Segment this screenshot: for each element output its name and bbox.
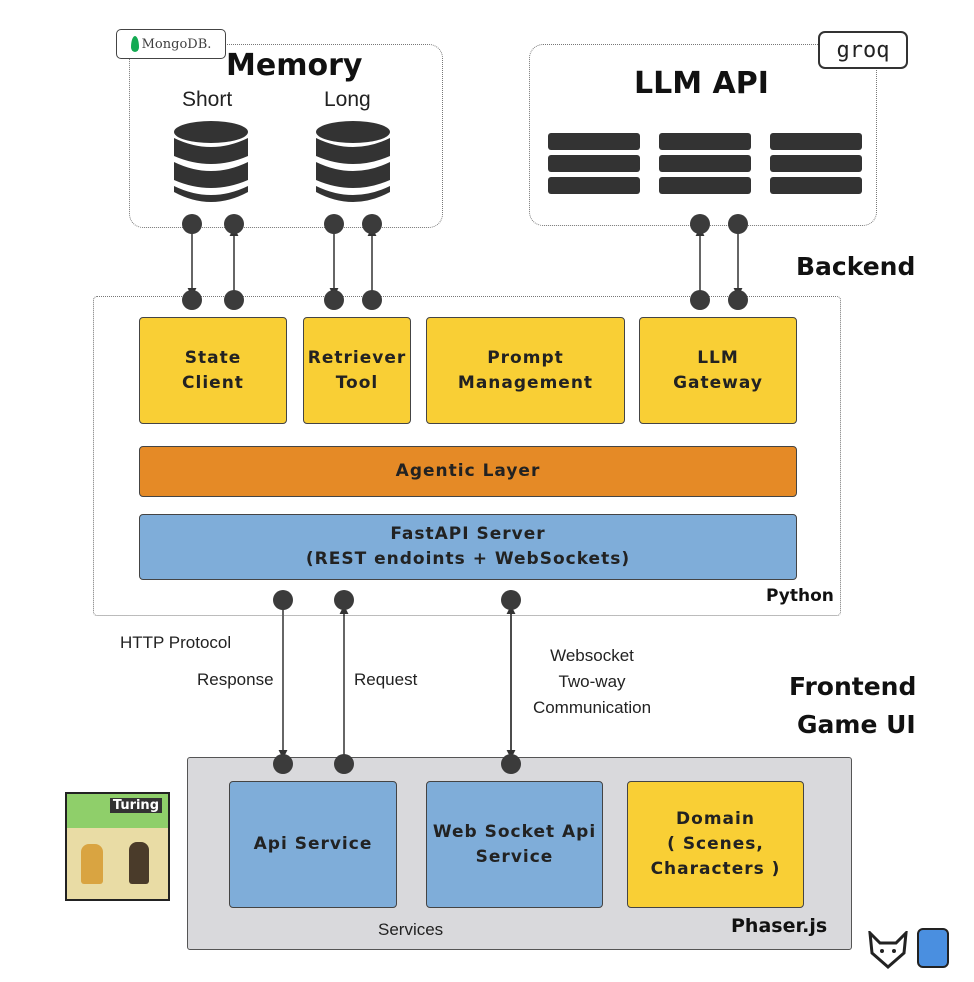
connector-dot (362, 214, 382, 234)
api-service-box: Api Service (229, 781, 397, 908)
websocket-label: Websocket Two-way Communication (532, 646, 652, 717)
connector-dot (224, 214, 244, 234)
agentic-layer-box: Agentic Layer (139, 446, 797, 497)
domain-box: Domain ( Scenes, Characters ) (627, 781, 804, 908)
connector-dot (324, 290, 344, 310)
connector-dot (224, 290, 244, 310)
short-term-database-icon (174, 121, 248, 202)
connector-dot (334, 754, 354, 774)
connector-dot (728, 290, 748, 310)
prompt-management-box: Prompt Management (426, 317, 625, 424)
frontend-title: Frontend (789, 672, 917, 701)
http-protocol-label: HTTP Protocol (120, 633, 232, 652)
connector-dot (334, 590, 354, 610)
connector-dot (362, 290, 382, 310)
connector-dot (182, 214, 202, 234)
connector-dot (273, 754, 293, 774)
connector-dot (182, 290, 202, 310)
long-term-label: Long (324, 88, 371, 111)
llm-api-title: LLM API (634, 66, 769, 101)
server-rack-icon (548, 133, 640, 194)
fastapi-server-box: FastAPI Server (REST endoints + WebSocke… (139, 514, 797, 580)
connector-dot (501, 754, 521, 774)
connector-dot (501, 590, 521, 610)
connector-dot (690, 290, 710, 310)
mascot-logo-icon (917, 928, 949, 968)
llm-gateway-box: LLM Gateway (639, 317, 797, 424)
mongodb-brand-text: MongoDB. (141, 36, 212, 52)
response-label: Response (197, 670, 274, 689)
connector-dot (324, 214, 344, 234)
backend-box (93, 296, 841, 616)
memory-box (129, 44, 443, 228)
server-rack-icon (659, 133, 751, 194)
mongodb-logo: MongoDB. (116, 29, 226, 59)
request-label: Request (354, 670, 418, 689)
fox-logo-icon (868, 928, 908, 969)
groq-logo: groq (818, 31, 908, 69)
game-ui-title: Game UI (797, 710, 916, 739)
turing-title: Turing (109, 798, 162, 813)
leaf-icon (130, 36, 139, 52)
short-term-label: Short (182, 88, 233, 111)
connector-dot (690, 214, 710, 234)
character-sprite-icon (81, 844, 103, 884)
groq-brand-text: groq (836, 37, 890, 63)
phaser-js-label: Phaser.js (731, 915, 828, 937)
long-term-database-icon (316, 121, 390, 202)
character-sprite-icon (129, 842, 149, 884)
memory-title: Memory (226, 48, 363, 83)
state-client-box: State Client (139, 317, 287, 424)
services-label: Services (378, 920, 444, 939)
game-screenshot-thumbnail: Turing (65, 792, 170, 901)
server-rack-icon (770, 133, 862, 194)
connector-dot (273, 590, 293, 610)
connector-dot (728, 214, 748, 234)
websocket-api-service-box: Web Socket Api Service (426, 781, 603, 908)
python-label: Python (766, 586, 834, 606)
retriever-tool-box: Retriever Tool (303, 317, 411, 424)
backend-title: Backend (796, 252, 916, 281)
